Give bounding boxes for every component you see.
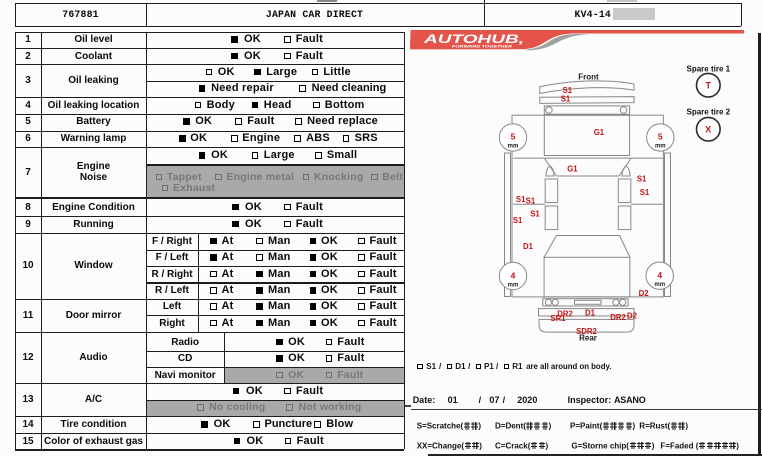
svg-text:mm: mm: [508, 282, 519, 288]
svg-text:G1: G1: [594, 128, 605, 137]
svg-text:S1: S1: [513, 216, 523, 225]
svg-text:D1: D1: [585, 308, 596, 317]
svg-text:S1: S1: [526, 196, 536, 205]
svg-text:4: 4: [511, 270, 516, 280]
svg-text:Front: Front: [578, 73, 599, 82]
svg-text:DR2: DR2: [557, 309, 573, 318]
svg-text:FORWARD TOGETHER: FORWARD TOGETHER: [452, 44, 512, 48]
svg-text:Rear: Rear: [579, 334, 597, 343]
svg-text:X: X: [705, 124, 711, 134]
svg-text:S1: S1: [516, 195, 526, 204]
svg-text:S1: S1: [637, 174, 647, 183]
svg-text:4: 4: [657, 270, 662, 280]
svg-text:S1: S1: [640, 188, 650, 197]
svg-text:DR2: DR2: [610, 313, 626, 322]
svg-text:SR1: SR1: [550, 314, 566, 323]
svg-text:SDR2: SDR2: [576, 327, 597, 336]
svg-text:D2: D2: [639, 289, 650, 298]
svg-text:AUTOHUB,: AUTOHUB,: [422, 34, 524, 46]
svg-text:5: 5: [658, 132, 663, 142]
svg-text:mm: mm: [655, 144, 666, 150]
svg-text:S1: S1: [563, 86, 573, 95]
svg-text:5: 5: [511, 132, 516, 142]
svg-text:G1: G1: [567, 165, 578, 174]
svg-text:D1: D1: [523, 242, 534, 251]
svg-text:Spare tire 1: Spare tire 1: [687, 65, 731, 74]
svg-text:Spare tire 2: Spare tire 2: [687, 107, 731, 116]
svg-text:D2: D2: [627, 311, 638, 320]
svg-text:S1: S1: [561, 94, 571, 103]
svg-text:S1: S1: [530, 210, 540, 219]
svg-text:T: T: [706, 80, 712, 90]
svg-text:mm: mm: [508, 144, 519, 150]
svg-text:mm: mm: [654, 282, 665, 288]
